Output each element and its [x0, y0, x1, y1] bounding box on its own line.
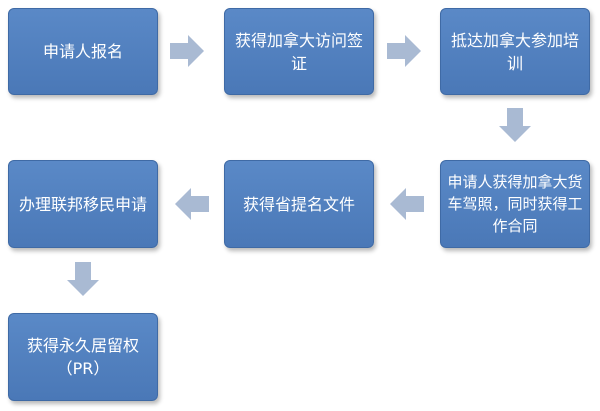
arrow-down-icon-shape [499, 108, 531, 142]
step-5-label: 获得省提名文件 [242, 194, 355, 214]
step-6-label: 办理联邦移民申请 [18, 194, 147, 214]
arrow-left-icon-shape [390, 188, 424, 220]
step-7-label: 获得永久居留权（PR） [26, 336, 139, 378]
arrow-right-icon-shape [170, 35, 204, 67]
arrow-left-icon [390, 188, 424, 220]
arrow-right-icon-shape [387, 35, 421, 67]
step-4-box: 申请人获得加拿大货车驾照，同时获得工作合同 [440, 160, 590, 248]
step-3-box: 抵达加拿大参加培训 [440, 8, 590, 95]
step-5-box: 获得省提名文件 [224, 160, 374, 248]
arrow-left-icon-shape [175, 188, 209, 220]
step-1-box: 申请人报名 [8, 8, 158, 95]
arrow-right-icon [170, 35, 204, 67]
arrow-down-icon [67, 262, 99, 296]
arrow-down-icon-shape [67, 262, 99, 296]
step-6-box: 办理联邦移民申请 [8, 160, 158, 248]
step-3-label: 抵达加拿大参加培训 [450, 30, 579, 73]
step-2-box: 获得加拿大访问签证 [224, 8, 374, 95]
arrow-left-icon [175, 188, 209, 220]
arrow-right-icon [387, 35, 421, 67]
step-4-label: 申请人获得加拿大货车驾照，同时获得工作合同 [447, 173, 583, 235]
step-7-box: 获得永久居留权（PR） [8, 313, 158, 401]
arrow-down-icon [499, 108, 531, 142]
step-2-label: 获得加拿大访问签证 [234, 30, 363, 73]
step-1-label: 申请人报名 [42, 42, 123, 61]
